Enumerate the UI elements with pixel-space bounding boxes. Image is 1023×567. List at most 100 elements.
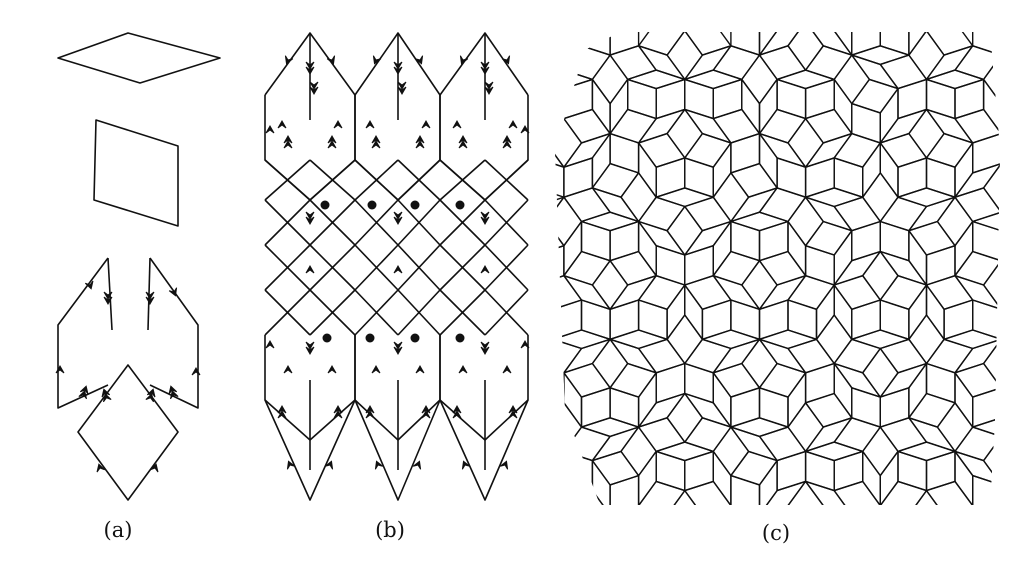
network-lower-cap [355, 400, 440, 500]
thick-rhombus-tile [852, 388, 881, 427]
thick-rhombus-tile [592, 339, 627, 388]
double-arrow-mark [169, 386, 178, 399]
thick-rhombus-tile [639, 197, 685, 231]
panel-a-tiles-and-markings [56, 33, 220, 500]
thick-rhombus-tile [685, 451, 714, 490]
single-arrow-mark [413, 461, 420, 469]
double-arrow-mark [284, 136, 292, 148]
thin-rhombus-tile [58, 33, 220, 83]
thick-rhombus-tile [639, 134, 685, 168]
thin-rhombus-tile [553, 330, 610, 349]
thick-rhombus-tile [834, 451, 863, 490]
thick-rhombus-tile [592, 451, 638, 485]
single-arrow-mark [284, 366, 292, 373]
thin-rhombus-tile [817, 285, 835, 339]
thin-rhombus-tile [760, 481, 806, 515]
thick-rhombus-tile [610, 252, 656, 286]
junction-dot-mark [320, 200, 330, 210]
thick-rhombus-tile [610, 46, 656, 80]
thick-rhombus-tile [564, 109, 610, 142]
thin-rhombus-tile [760, 79, 778, 133]
thick-rhombus-tile [973, 388, 1002, 427]
thick-rhombus-tile [656, 158, 685, 197]
single-arrow-mark [394, 266, 402, 273]
single-arrow-mark [509, 121, 517, 128]
single-arrow-mark [56, 366, 64, 373]
single-arrow-mark [453, 121, 461, 128]
thick-rhombus-tile [973, 222, 1002, 261]
thick-rhombus-tile [564, 252, 610, 286]
thick-rhombus-tile [685, 418, 731, 452]
thick-rhombus-tile [806, 79, 835, 118]
thick-rhombus-tile [880, 134, 926, 168]
network-lattice-edge [440, 200, 485, 245]
thin-rhombus-tile [731, 418, 788, 437]
thin-rhombus-tile [592, 188, 638, 222]
thin-rhombus-tile [592, 134, 610, 188]
thin-rhombus-tile [927, 70, 984, 89]
thick-rhombus-tile [955, 252, 1001, 286]
double-arrow-mark [459, 136, 467, 148]
thin-rhombus-tile [610, 330, 667, 349]
thin-rhombus-tile [731, 427, 777, 461]
thick-rhombus-tile [713, 252, 759, 286]
thin-rhombus-tile [927, 46, 973, 80]
thick-rhombus-tile [621, 427, 656, 476]
thin-rhombus-tile [955, 451, 1001, 485]
panel-b-caption: (b) [375, 518, 405, 542]
thick-rhombus-tile [984, 261, 1019, 310]
single-arrow-mark [97, 464, 105, 472]
thin-rhombus-tile [955, 373, 973, 427]
thin-rhombus-tile [909, 418, 955, 452]
thin-rhombus-tile [806, 22, 852, 56]
single-arrow-mark [372, 366, 380, 373]
thick-rhombus-tile [656, 79, 685, 118]
single-arrow-mark [502, 56, 509, 64]
thin-rhombus-tile [685, 46, 731, 80]
thick-rhombus-tile [788, 339, 834, 373]
panel-a-caption: (a) [103, 518, 133, 542]
thick-rhombus-tile [777, 79, 806, 118]
thick-rhombus-tile [806, 46, 852, 80]
thick-rhombus-tile [927, 134, 973, 168]
thick-rhombus-tile [973, 476, 1002, 515]
thin-rhombus-tile [713, 276, 759, 310]
thick-rhombus-tile [760, 188, 806, 222]
network-lattice-edge [398, 160, 440, 200]
thick-rhombus-tile [535, 364, 564, 403]
thick-rhombus-tile [713, 173, 748, 222]
thick-rhombus-tile [955, 188, 1001, 222]
thick-rhombus-tile [685, 339, 731, 373]
thick-rhombus-tile [610, 476, 639, 515]
thick-rhombus-tile [760, 388, 789, 427]
network-lattice-edge [265, 290, 310, 335]
thin-rhombus-tile [639, 373, 657, 427]
double-arrow-mark [453, 406, 461, 418]
thin-rhombus-tile [564, 481, 610, 515]
thick-rhombus-tile [564, 79, 593, 118]
thick-rhombus-tile [973, 134, 1002, 173]
thin-rhombus-tile [834, 79, 852, 133]
double-arrow-mark [334, 406, 342, 418]
thin-rhombus-tile [639, 46, 685, 80]
thin-rhombus-tile [984, 79, 1002, 133]
single-arrow-mark [462, 461, 469, 469]
thick-rhombus-tile [713, 427, 748, 476]
single-arrow-mark [169, 288, 176, 296]
thick-rhombus-tile [639, 276, 685, 310]
thick-rhombus-tile [535, 158, 564, 197]
thick-rhombus-tile [639, 22, 685, 56]
thick-rhombus-tile [760, 222, 789, 261]
thin-rhombus-tile [880, 364, 926, 398]
single-arrow-mark [459, 366, 467, 373]
thick-rhombus-tile [852, 104, 881, 143]
thick-rhombus-tile [937, 403, 972, 452]
thick-rhombus-tile [806, 246, 835, 285]
thin-rhombus-tile [535, 285, 553, 339]
thick-rhombus-tile [685, 246, 714, 285]
double-arrow-mark [481, 342, 489, 354]
panel-b-arrow-matching-network [265, 33, 529, 500]
double-arrow-mark [102, 389, 111, 402]
thin-rhombus-tile [760, 134, 806, 168]
